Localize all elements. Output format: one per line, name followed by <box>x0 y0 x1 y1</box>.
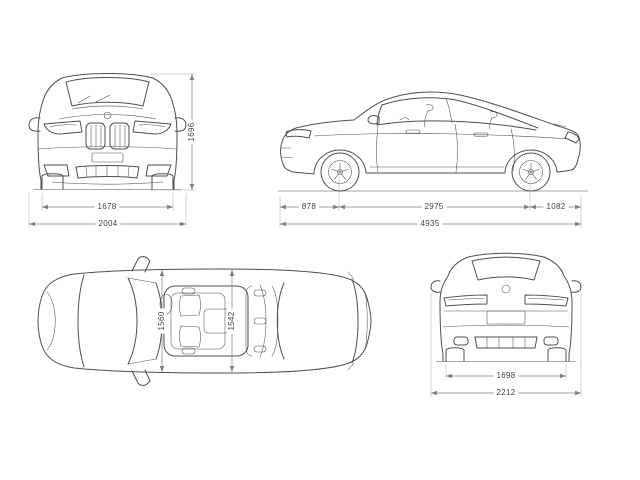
dim-side-overall-length: 4935 <box>417 219 443 229</box>
front-view-drawing <box>28 73 187 190</box>
dim-side-front-overhang: 878 <box>298 202 320 212</box>
dim-front-track: 1678 <box>94 202 120 212</box>
dim-top-front-width: 1560 <box>157 308 167 334</box>
dim-side-wheelbase: 2975 <box>421 202 447 212</box>
top-view-drawing <box>37 256 372 386</box>
dim-rear-width: 2212 <box>493 388 519 398</box>
dim-side-rear-overhang: 1082 <box>543 202 569 212</box>
dim-front-height: 1696 <box>187 119 197 145</box>
side-view-drawing <box>277 91 589 192</box>
dim-front-width: 2004 <box>95 219 121 229</box>
dimension-lines <box>28 73 582 397</box>
dim-rear-track: 1698 <box>493 371 519 381</box>
rear-view-drawing <box>430 252 582 362</box>
dim-top-rear-width: 1542 <box>227 308 237 334</box>
